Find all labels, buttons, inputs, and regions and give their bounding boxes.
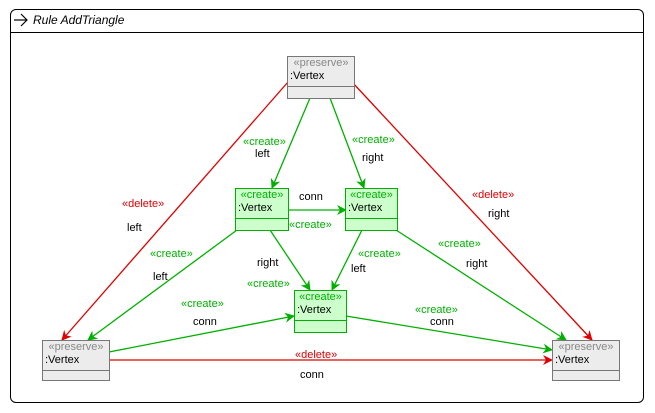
vertex-node-left[interactable]: «create» :Vertex	[235, 188, 289, 231]
vertex-node-bottom-right[interactable]: «preserve» :Vertex	[552, 340, 620, 381]
edge-stereotype: «create»	[415, 304, 458, 316]
edge-stereotype: «create»	[150, 248, 193, 260]
node-stereotype: «preserve»	[293, 57, 349, 69]
arrow-right-icon	[14, 13, 28, 27]
node-name: :Vertex	[238, 202, 273, 214]
rule-title: Rule AddTriangle	[33, 13, 125, 27]
node-name: :Vertex	[45, 354, 80, 366]
edge-center-bottomright	[345, 315, 553, 354]
edge-top-bottomright	[351, 81, 593, 341]
edge-stereotype: «delete»	[122, 198, 165, 210]
edge-right-center	[331, 229, 363, 291]
vertex-node-center[interactable]: «create» :Vertex	[294, 290, 347, 333]
edge-role: left	[153, 271, 168, 283]
edge-stereotype: «create»	[438, 238, 481, 250]
node-name: :Vertex	[290, 70, 325, 82]
edge-role: conn	[299, 191, 323, 203]
node-name: :Vertex	[348, 202, 383, 214]
edge-stereotype: «create»	[247, 278, 290, 290]
node-stereotype: «create»	[299, 291, 342, 303]
edge-role: conn	[300, 369, 324, 381]
edge-role: right	[362, 152, 384, 164]
node-divider	[236, 218, 288, 219]
edge-stereotype: «create»	[358, 248, 401, 260]
node-divider	[346, 218, 397, 219]
edge-role: right	[466, 258, 488, 270]
edge-top-left	[270, 97, 311, 189]
edge-left-bottomleft	[87, 229, 238, 341]
edge-stereotype: «delete»	[295, 349, 338, 361]
edge-top-right	[329, 97, 366, 189]
node-divider	[295, 320, 346, 321]
node-name: :Vertex	[555, 354, 590, 366]
edge-stereotype: «create»	[243, 136, 286, 148]
edge-stereotype: «create»	[352, 134, 395, 146]
edge-role: right	[257, 257, 279, 269]
vertex-node-right[interactable]: «create» :Vertex	[345, 188, 398, 231]
node-divider	[288, 86, 354, 87]
node-divider	[43, 370, 109, 371]
rule-title-bar: Rule AddTriangle	[11, 10, 643, 33]
edge-bottomleft-center	[108, 312, 295, 353]
vertex-node-top[interactable]: «preserve» :Vertex	[287, 56, 355, 99]
vertex-node-bottom-left[interactable]: «preserve» :Vertex	[42, 340, 110, 381]
edge-right-bottomright	[395, 229, 567, 341]
edge-top-bottomleft	[61, 81, 289, 341]
edge-role: conn	[193, 316, 217, 328]
edge-role: left	[351, 263, 366, 275]
edge-left-center	[269, 229, 311, 291]
node-divider	[553, 370, 619, 371]
edge-role: left	[255, 148, 270, 160]
node-stereotype: «preserve»	[558, 341, 614, 353]
edge-stereotype: «create»	[289, 219, 332, 231]
edge-role: right	[488, 208, 510, 220]
node-stereotype: «create»	[350, 189, 393, 201]
edge-role: left	[127, 222, 142, 234]
node-stereotype: «create»	[240, 189, 284, 201]
edge-stereotype: «delete»	[472, 189, 515, 201]
node-name: :Vertex	[297, 304, 332, 316]
edge-role: conn	[430, 316, 454, 328]
edge-stereotype: «create»	[181, 298, 224, 310]
node-stereotype: «preserve»	[48, 341, 104, 353]
